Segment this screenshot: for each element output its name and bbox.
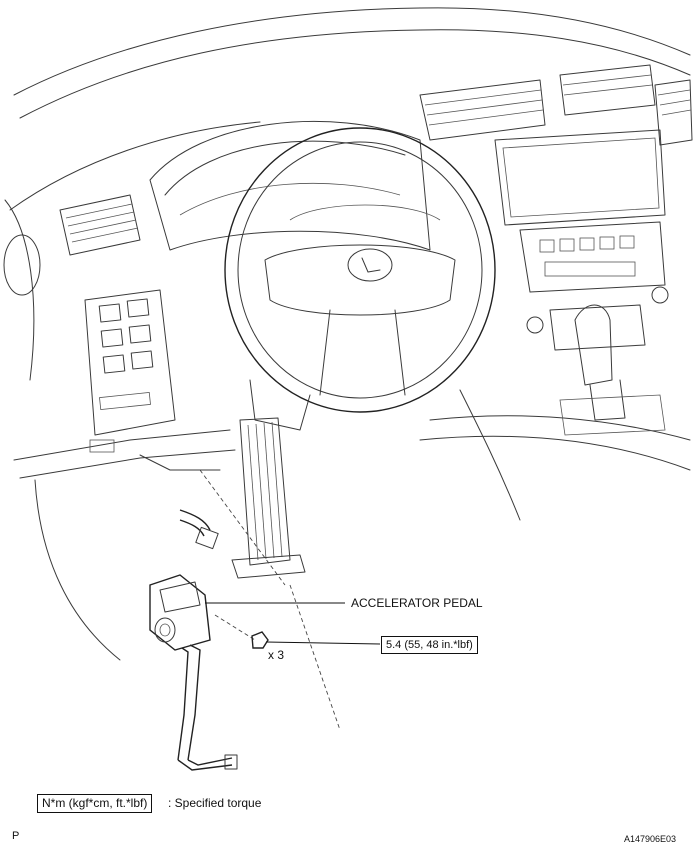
torque-unit-legend: N*m (kgf*cm, ft.*lbf) bbox=[37, 794, 153, 813]
left-door-panel bbox=[3, 199, 41, 381]
floor-area bbox=[34, 389, 521, 661]
page-marker: P bbox=[12, 830, 20, 842]
quantity-label: x 3 bbox=[268, 648, 285, 662]
steering-column bbox=[249, 379, 311, 431]
left-switch-panel bbox=[84, 289, 176, 453]
figure-code: A147906E03 bbox=[624, 834, 677, 844]
torque-leader bbox=[265, 641, 381, 645]
accelerator-pedal-label: ACCELERATOR PEDAL bbox=[351, 596, 483, 610]
center-stack-controls bbox=[519, 221, 669, 351]
shift-lever bbox=[559, 304, 666, 436]
torque-legend-description: : Specified torque bbox=[168, 796, 262, 810]
dashboard-outline bbox=[9, 7, 691, 479]
navigation-display bbox=[494, 129, 666, 226]
location-guide-lines bbox=[199, 469, 341, 731]
floor-pedal-outline bbox=[231, 417, 306, 579]
torque-value-box: 5.4 (55, 48 in.*lbf) bbox=[381, 636, 478, 654]
center-air-vents bbox=[419, 64, 656, 141]
wire-harness-connector bbox=[179, 509, 219, 550]
instrument-cluster bbox=[149, 120, 431, 251]
right-air-vent bbox=[654, 79, 693, 146]
mounting-nut bbox=[251, 631, 269, 649]
accelerator-pedal-assembly bbox=[149, 574, 238, 771]
steering-wheel bbox=[224, 127, 496, 413]
left-air-vent bbox=[59, 194, 141, 256]
